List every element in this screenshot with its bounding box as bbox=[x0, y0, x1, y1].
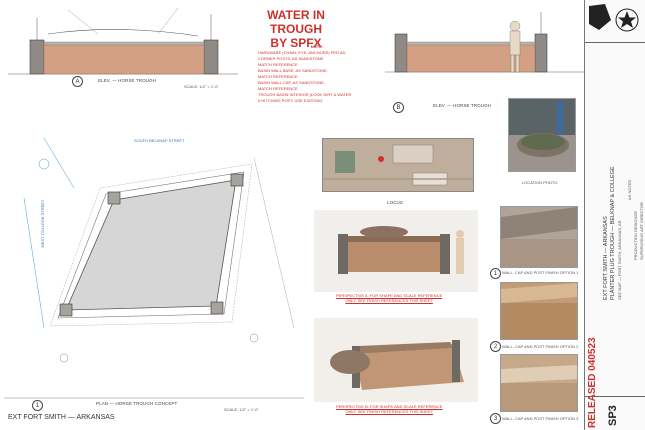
elev-a-tag: A bbox=[72, 76, 83, 87]
elev-b-caption: ELEV. — HORSE TROUGH bbox=[433, 103, 492, 108]
locus-caption: LOCUS bbox=[387, 200, 404, 205]
plan-drawing bbox=[4, 137, 304, 399]
perspective-b-line2: ONLY. SEE FINISH REFERENCES THIS SHEET bbox=[345, 409, 434, 414]
title-line-2: BY SPFX bbox=[270, 36, 322, 50]
finish-option-3-label: WALL, CAP AND POST FINISH OPTION 3 bbox=[502, 416, 579, 421]
notes-box: NOTE: HARDWARE (CHAIN, EYE, ANCHORS) PER… bbox=[258, 44, 376, 104]
project-line-1: EXT FORT SMITH — ARKANSAS bbox=[603, 216, 609, 300]
elevation-b: B ELEV. — HORSE TROUGH SCALE: 1/2" = 1'-… bbox=[385, 4, 585, 115]
art-director-label: SUPERVISING ART DIRECTOR bbox=[639, 202, 644, 260]
footer-project: EXT FORT SMITH — ARKANSAS bbox=[8, 414, 115, 421]
title-line-1: WATER IN TROUGH bbox=[267, 8, 325, 36]
finish-option-1-photo bbox=[500, 206, 578, 268]
finish-option-2-tag: 2 bbox=[490, 341, 501, 352]
perspective-a-render bbox=[314, 210, 478, 292]
title-block: PRODUCTION DESIGNER SUPERVISING ART DIRE… bbox=[584, 0, 645, 430]
plan-view: SOUTH BELKNAP STREET WEST COLLEGE STREET… bbox=[4, 128, 304, 416]
perspective-b-line1: PERSPECTIVE B: FOR SHAPE AND SCALE REFER… bbox=[336, 404, 443, 409]
location-photo bbox=[508, 98, 576, 172]
location-photo-image bbox=[509, 99, 575, 171]
sheet-divider bbox=[585, 396, 645, 397]
note-item: BASIN WALL CAP, AS SANDSTONE, bbox=[258, 80, 325, 85]
finish-option-3-photo bbox=[500, 354, 578, 412]
note-item: MATCH REFERENCE bbox=[258, 86, 298, 91]
finish-option-1-tag: 1 bbox=[490, 268, 501, 279]
finish-option-1-label: WALL, CAP AND POST FINISH OPTION 1 bbox=[502, 270, 579, 275]
note-item: CORNER POSTS, AS SANDSTONE, bbox=[258, 56, 325, 61]
elev-a-scale: SCALE: 1/2" = 1'-0" bbox=[184, 84, 219, 89]
note-item: MATCH REFERENCE bbox=[258, 74, 298, 79]
logo-icon bbox=[585, 0, 645, 40]
title-block-divider bbox=[585, 42, 645, 43]
drawing-title: WATER IN TROUGH BY SPFX bbox=[246, 8, 346, 50]
plan-tag: 1 bbox=[32, 400, 43, 411]
note-item: TROUGH BASIN INTERIOR (LOOK DIRT & WATER bbox=[258, 92, 352, 97]
locus-map bbox=[322, 138, 474, 192]
locus-drawing bbox=[323, 139, 473, 191]
finish-option-3-tag: 3 bbox=[490, 413, 501, 424]
finish-option-2-image bbox=[501, 283, 577, 339]
note-item: HARDWARE (CHAIN, EYE, ANCHORS) PER AD bbox=[258, 50, 346, 55]
plan-street-label: SOUTH BELKNAP STREET bbox=[134, 138, 185, 143]
note-item: MATCH REFERENCE bbox=[258, 62, 298, 67]
perspective-a-caption: PERSPECTIVE A: FOR SHAPE AND SCALE REFER… bbox=[336, 293, 442, 303]
sheet-number: SP3 bbox=[607, 405, 619, 426]
elevation-a: ELEV. — HORSE TROUGH SCALE: 1/2" = 1'-0"… bbox=[8, 4, 238, 96]
perspective-b-image bbox=[314, 318, 478, 402]
elevation-a-drawing bbox=[8, 7, 238, 75]
elev-b-tag: B bbox=[393, 102, 404, 113]
plan-caption: PLAN — HORSE TROUGH CONCEPT bbox=[96, 401, 178, 406]
drawn-scale-label: AS NOTED bbox=[627, 179, 632, 200]
plan-side-street-label: WEST COLLEGE STREET bbox=[40, 199, 45, 248]
finish-option-2-photo bbox=[500, 282, 578, 340]
finish-option-2-label: WALL, CAP AND POST FINISH OPTION 2 bbox=[502, 344, 579, 349]
location-photo-caption: LOCATION PHOTO bbox=[522, 180, 558, 185]
perspective-a-line1: PERSPECTIVE A: FOR SHAPE AND SCALE REFER… bbox=[336, 293, 443, 298]
perspective-b-caption: PERSPECTIVE B: FOR SHAPE AND SCALE REFER… bbox=[336, 404, 442, 414]
released-stamp: RELEASED 040523 bbox=[587, 337, 598, 428]
perspective-b-render bbox=[314, 318, 478, 402]
perspective-a-image bbox=[314, 210, 478, 292]
project-line-3: SEE MAP — FORT SMITH, ARKANSAS, AR bbox=[617, 220, 622, 300]
note-item: # HITCHING POST: USE EXISTING bbox=[258, 98, 323, 103]
designer-label: PRODUCTION DESIGNER bbox=[633, 211, 638, 260]
elev-a-caption: ELEV. — HORSE TROUGH bbox=[98, 78, 157, 83]
elevation-b-drawing bbox=[385, 12, 585, 73]
perspective-a-line2: ONLY. SEE FINISH REFERENCES THIS SHEET bbox=[345, 298, 433, 303]
note-item: BASIN WALL BASE, AS SANDSTONE, bbox=[258, 68, 328, 73]
plan-scale: SCALE: 1/2" = 1'-0" bbox=[224, 407, 259, 412]
project-line-2: PLANTER PLUG TROUGH — BELKNAP & COLLEGE bbox=[610, 166, 616, 300]
notes-heading: NOTE: bbox=[310, 44, 324, 49]
finish-option-1-image bbox=[501, 207, 577, 267]
finish-option-3-image bbox=[501, 355, 577, 411]
